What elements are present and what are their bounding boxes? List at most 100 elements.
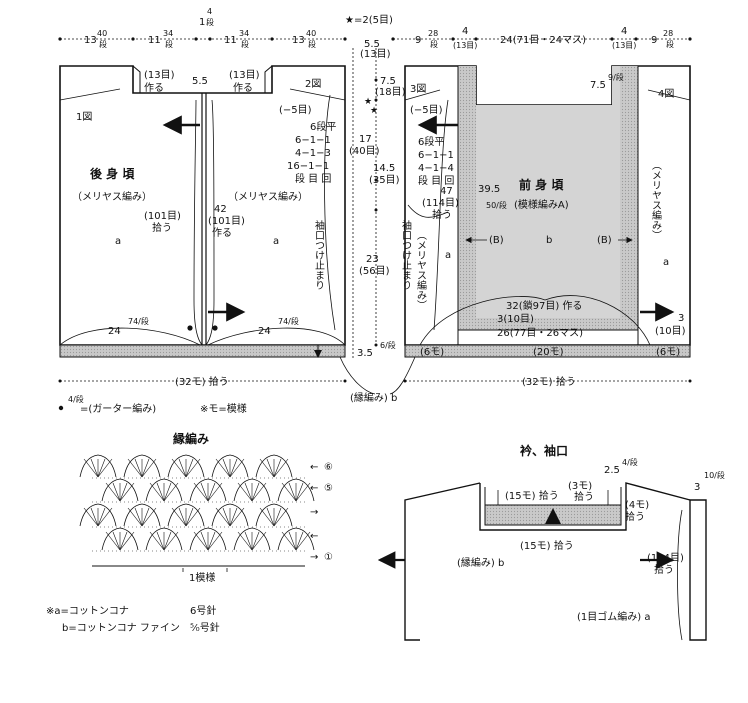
stitch-stroke <box>185 458 194 478</box>
yarn-a-needle: 6号針 <box>190 604 216 617</box>
stitch-stroke <box>141 507 150 527</box>
back-dim-1-unit: 段 <box>99 39 107 49</box>
stitch-stroke <box>222 507 231 527</box>
mid-d2-sub: (18目) <box>375 87 406 98</box>
back-shaping-row-3: 16−1−1 <box>287 161 329 172</box>
front-shaping-row-2: 4−1−4 <box>418 163 454 174</box>
back-dim-1: 13 <box>84 35 97 46</box>
stitch-stroke <box>185 507 201 527</box>
shell-stitch <box>79 454 117 478</box>
back-dot-right <box>212 325 218 331</box>
shell-stitch <box>123 503 161 527</box>
back-dim-4-rows: 34 <box>239 29 249 38</box>
front-right-pattern: （メリヤス編み） <box>650 160 662 240</box>
middle-dimension-lines: ★ ★ <box>352 48 378 360</box>
back-dim-3: 1 <box>199 17 205 28</box>
stitch-stroke <box>193 482 209 502</box>
front-yarn-right: a <box>663 257 669 268</box>
back-dim-5: 13 <box>292 35 305 46</box>
front-mark-b-right: (B) <box>597 235 612 246</box>
stitch-stroke <box>193 531 209 551</box>
back-dim-5-rows: 40 <box>306 29 316 38</box>
back-pick-dimension <box>58 379 347 383</box>
stitch-stroke <box>251 531 260 551</box>
stitch-stroke <box>251 482 267 502</box>
shell-stitch <box>79 503 117 527</box>
stitch-stroke <box>149 482 165 502</box>
front-shaping-row-0: 6段平 <box>418 135 444 148</box>
stitch-stroke <box>200 531 209 551</box>
stitch-stroke <box>156 482 165 502</box>
shell-stitch <box>145 527 183 551</box>
front-side-pick: (114目) <box>422 198 459 209</box>
front-right-bottom: 3 <box>678 313 684 324</box>
stitch-stroke <box>273 458 282 478</box>
back-hem-band <box>59 344 346 358</box>
collar-corner-pick: 拾う <box>574 490 594 503</box>
stitch-stroke <box>163 531 179 551</box>
shell-stitch <box>277 478 315 502</box>
shell-stitch <box>233 478 271 502</box>
cuff-pick-sub: 拾う <box>654 563 674 576</box>
stitch-stroke <box>112 531 121 551</box>
yarn-b-needle: ⁵⁄₀号針 <box>190 621 220 634</box>
stitch-stroke <box>178 507 187 527</box>
mid-d4: 14.5 <box>373 163 395 174</box>
stitch-stroke <box>83 458 99 478</box>
cuff-rows: 10/段 <box>704 470 725 480</box>
stitch-stroke <box>97 458 113 478</box>
back-bottom-right: 24 <box>258 326 271 337</box>
front-side-pick-sub: 拾う <box>432 208 452 221</box>
edge-leader-right <box>389 356 416 395</box>
back-shaping-row-4: 段 目 回 <box>295 172 331 185</box>
chart-row-mark-6: ⑥ <box>324 462 333 473</box>
cuff-depth: 3 <box>694 482 700 493</box>
back-neck-left-sub: 作る <box>144 82 164 94</box>
shell-stitch <box>277 527 315 551</box>
shell-stitch <box>145 478 183 502</box>
shell-stitch <box>167 454 205 478</box>
front-sleeve-stop: 袖口つけ止まり <box>400 219 412 290</box>
back-center-pick: (101目) <box>208 216 245 227</box>
back-sleeve-stop-text: 袖口つけ止まり <box>313 219 325 290</box>
shell-stitch <box>255 503 293 527</box>
collar-title: 衿、袖口 <box>520 443 568 458</box>
front-dim-4-sub: (13目) <box>612 41 636 50</box>
stitch-stroke <box>163 482 172 502</box>
stitch-stroke <box>105 531 121 551</box>
front-dim-1-rows: 28 <box>428 29 438 38</box>
edging-label: (縁編み) b <box>350 391 397 404</box>
stitch-stroke <box>207 482 216 502</box>
mid-d1-sub: (13目) <box>360 49 391 60</box>
stitch-stroke <box>163 531 172 551</box>
mid-d5-sub: (56目) <box>359 266 390 277</box>
stitch-stroke <box>90 458 99 478</box>
mid-d2: 7.5 <box>380 76 396 87</box>
edge-right-mo: (6モ) <box>656 347 680 358</box>
stitch-stroke <box>207 531 223 551</box>
stitch-stroke <box>112 482 121 502</box>
back-dim-4-unit: 段 <box>241 39 249 49</box>
front-neck-depth-rows: 9/段 <box>608 72 624 82</box>
stitch-stroke <box>119 482 135 502</box>
stitch-stroke <box>229 458 238 478</box>
front-pick-dimension <box>403 379 692 383</box>
back-shaping-row-0: 6段平 <box>310 120 336 133</box>
mid-d6: 3.5 <box>357 348 373 359</box>
yarn-a-label: ※a=コットンコナ <box>46 605 129 617</box>
stitch-stroke <box>207 482 223 502</box>
legend-garter: =(ガーター編み) <box>80 402 156 415</box>
front-bottom-1: 32(鎖97目) 作る <box>506 299 582 312</box>
stitch-stroke <box>134 507 143 527</box>
stitch-stroke <box>97 507 106 527</box>
stitch-stroke <box>273 458 289 478</box>
back-shaping-head: (−5目) <box>279 105 312 116</box>
stitch-stroke <box>229 507 245 527</box>
stitch-stroke <box>288 482 297 502</box>
stitch-stroke <box>259 507 275 527</box>
stitch-stroke <box>237 482 253 502</box>
back-left-pick-sub: 拾う <box>152 221 172 234</box>
stitch-stroke <box>251 531 267 551</box>
back-dim-5-unit: 段 <box>308 39 316 49</box>
stitch-stroke <box>295 482 304 502</box>
